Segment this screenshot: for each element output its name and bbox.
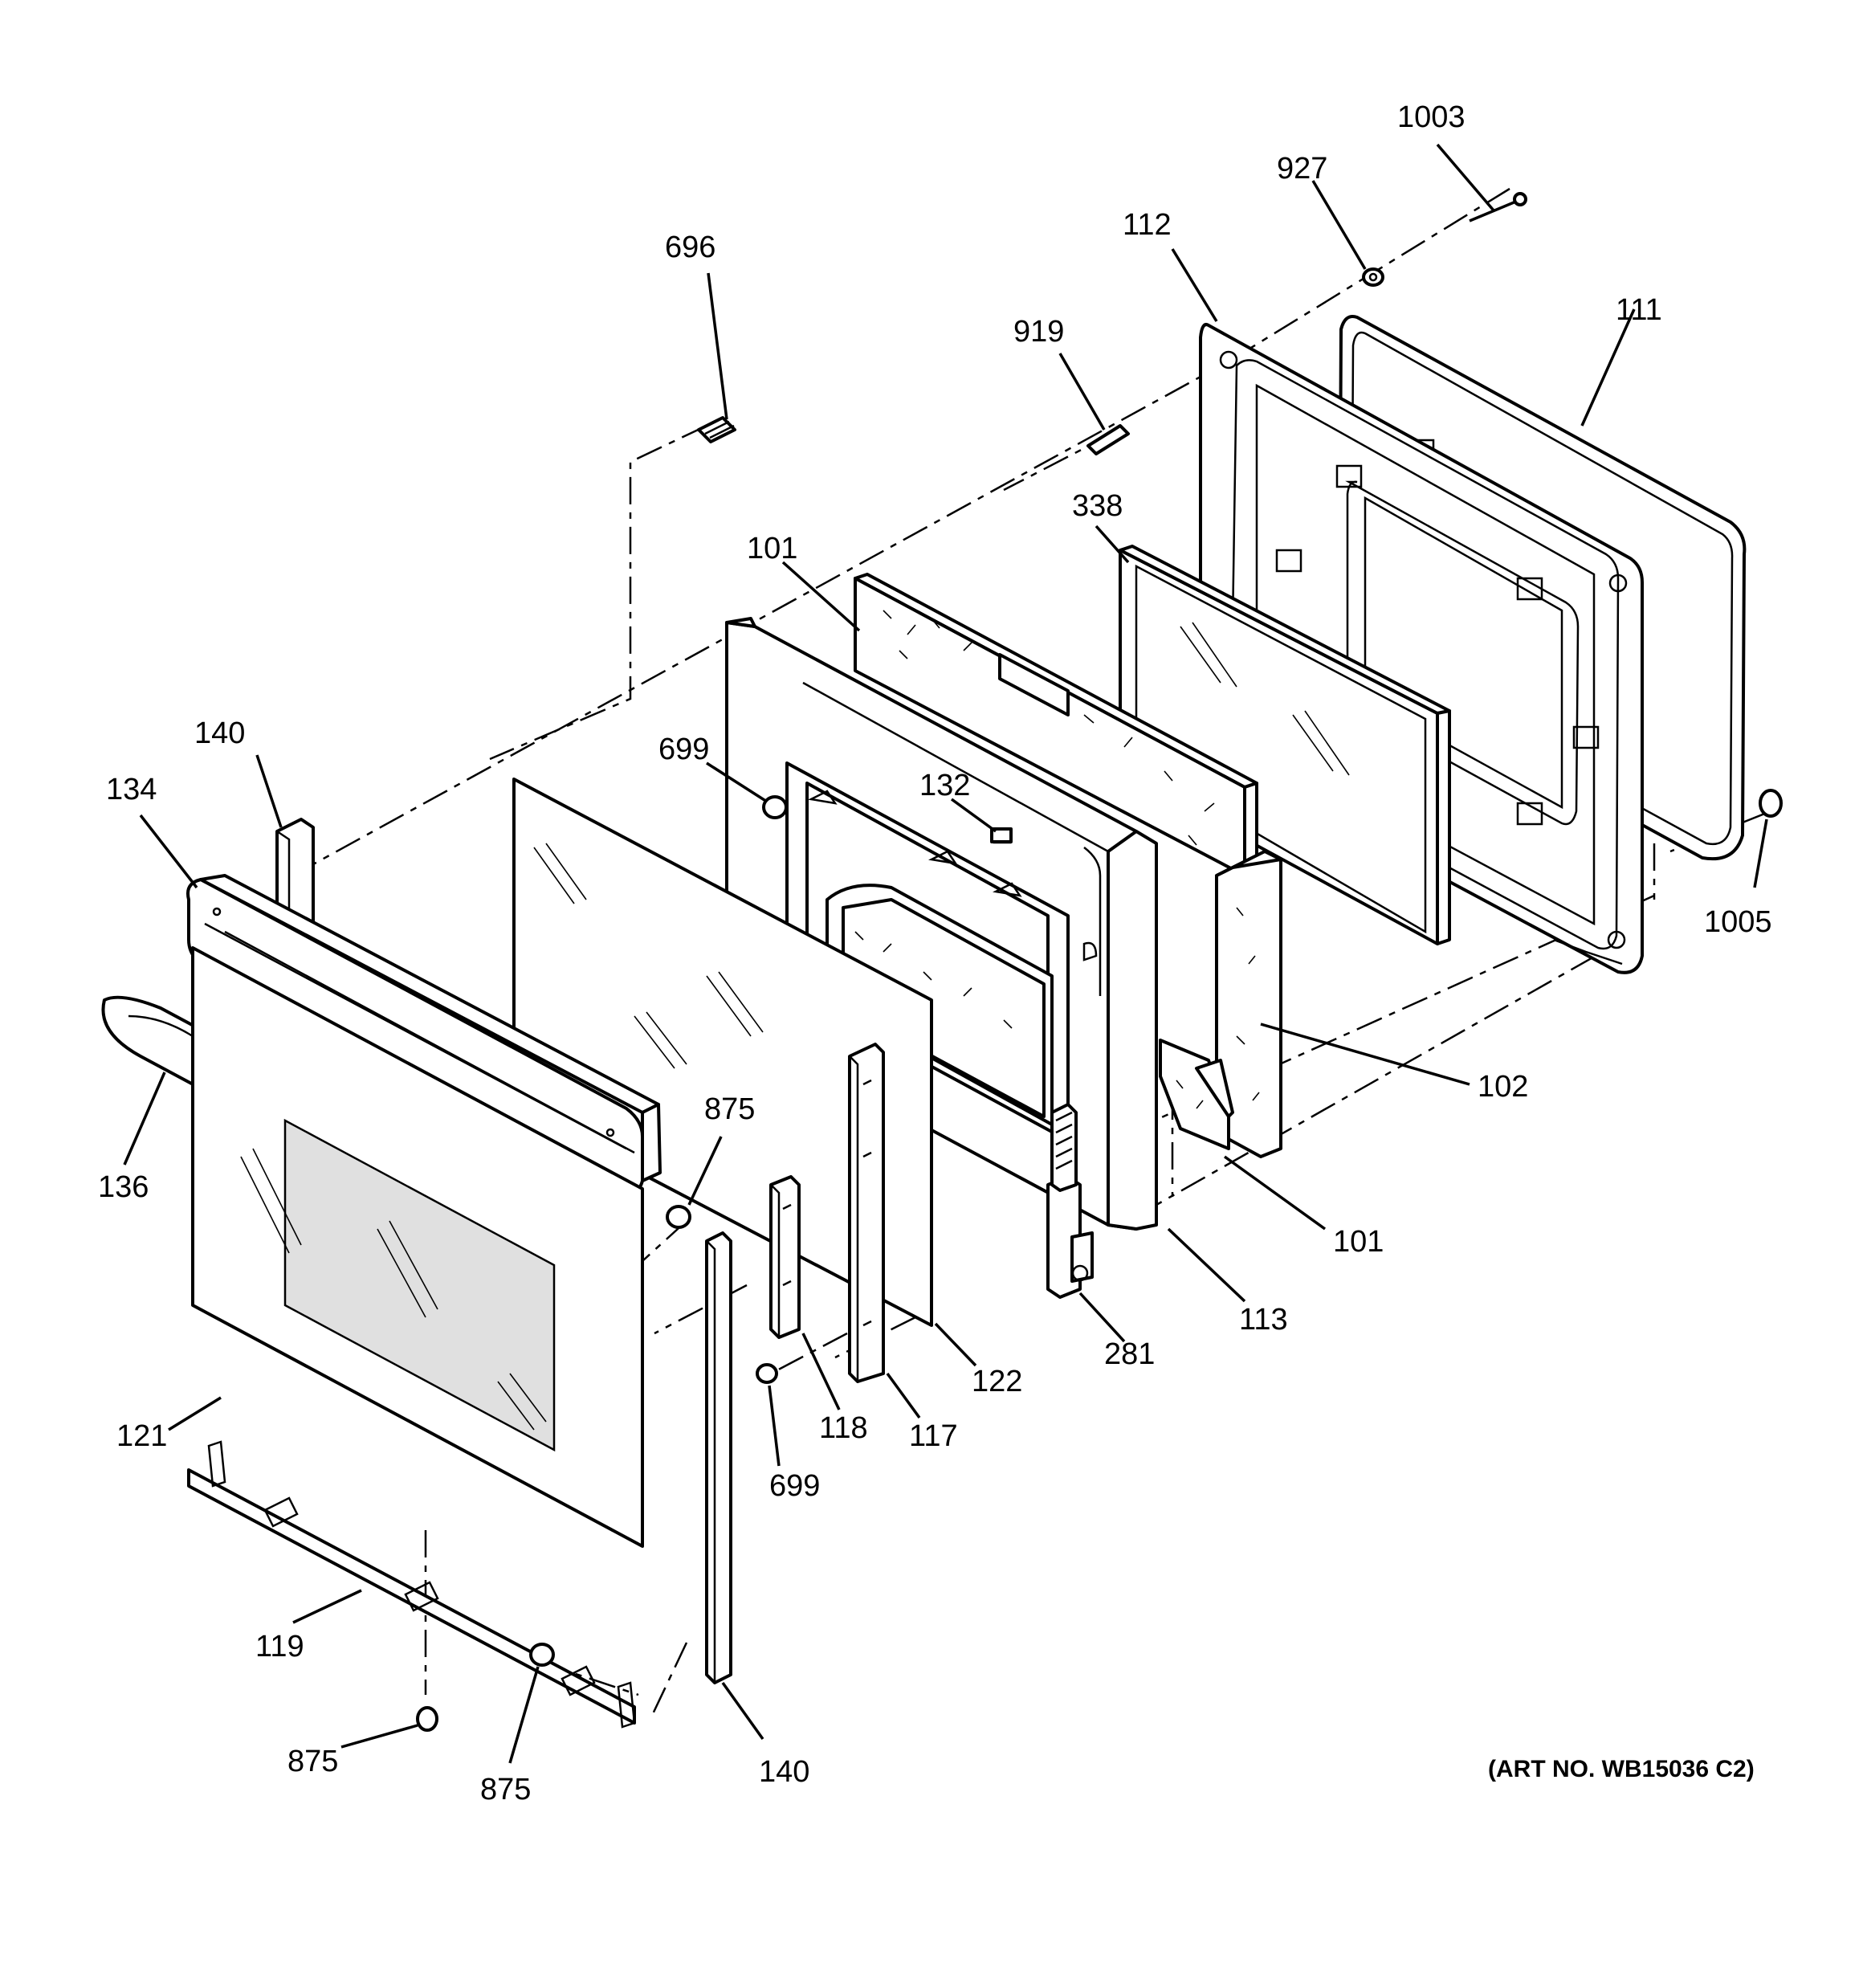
screw-919 — [1086, 424, 1130, 455]
clip-132 — [990, 827, 1013, 843]
callout-919: 919 — [1013, 315, 1064, 349]
outer-glass-122 — [512, 778, 933, 1327]
hinge-281 — [1046, 1103, 1094, 1299]
callout-134: 134 — [106, 773, 157, 806]
bracket-117 — [848, 1043, 885, 1383]
callout-875-bottom: 875 — [480, 1773, 531, 1806]
callout-136: 136 — [98, 1170, 149, 1204]
callout-140-top: 140 — [194, 716, 245, 750]
screw-875-bottom — [529, 1643, 555, 1667]
insulation-101-bottom — [1159, 1039, 1234, 1150]
callout-132: 132 — [919, 769, 970, 802]
callout-281: 281 — [1104, 1337, 1155, 1371]
callout-118: 118 — [819, 1411, 868, 1445]
callout-111: 111 — [1616, 293, 1662, 327]
callout-699-lower: 699 — [769, 1469, 820, 1503]
callout-927: 927 — [1277, 152, 1327, 186]
glass-pack-338 — [1119, 545, 1451, 945]
callout-102: 102 — [1478, 1070, 1528, 1104]
washer-927 — [1362, 267, 1384, 287]
callout-875-mid: 875 — [704, 1092, 755, 1126]
callout-labels: 1003 927 112 111 696 919 338 101 699 132… — [98, 100, 1772, 1806]
callout-875-left: 875 — [287, 1745, 338, 1778]
callout-1003: 1003 — [1397, 100, 1466, 134]
callout-1005: 1005 — [1704, 905, 1772, 939]
callout-140-bottom: 140 — [759, 1755, 809, 1789]
callout-101-bottom: 101 — [1333, 1225, 1384, 1259]
insulation-texture — [883, 610, 1215, 846]
screw-875-left — [416, 1706, 438, 1732]
callout-117: 117 — [909, 1419, 958, 1453]
bracket-118 — [769, 1175, 801, 1339]
inner-door-panel-113 — [725, 617, 1158, 1231]
outer-door-panel-121 — [191, 946, 644, 1548]
callout-338: 338 — [1072, 489, 1123, 523]
screw-1003 — [1469, 192, 1527, 222]
callout-696: 696 — [665, 231, 715, 264]
liner-clips — [1275, 464, 1600, 826]
callout-699-upper: 699 — [658, 733, 709, 766]
callout-122: 122 — [972, 1365, 1022, 1398]
callout-119: 119 — [255, 1630, 304, 1663]
screw-699-lower — [756, 1363, 778, 1384]
callout-112: 112 — [1123, 208, 1172, 242]
mesh-window — [240, 1121, 554, 1450]
callout-101-top: 101 — [747, 532, 797, 565]
leader-lines — [123, 143, 1768, 1764]
art-number: (ART NO. WB15036 C2) — [1488, 1756, 1755, 1782]
callout-121: 121 — [116, 1419, 167, 1453]
callout-113: 113 — [1239, 1303, 1288, 1337]
screw-1005 — [1759, 789, 1783, 818]
side-trim-140-bottom — [705, 1231, 732, 1684]
screw-696 — [697, 416, 736, 443]
bottom-bracket-119 — [187, 1440, 636, 1729]
screw-699-upper — [762, 795, 788, 819]
screw-875-mid — [666, 1205, 691, 1229]
